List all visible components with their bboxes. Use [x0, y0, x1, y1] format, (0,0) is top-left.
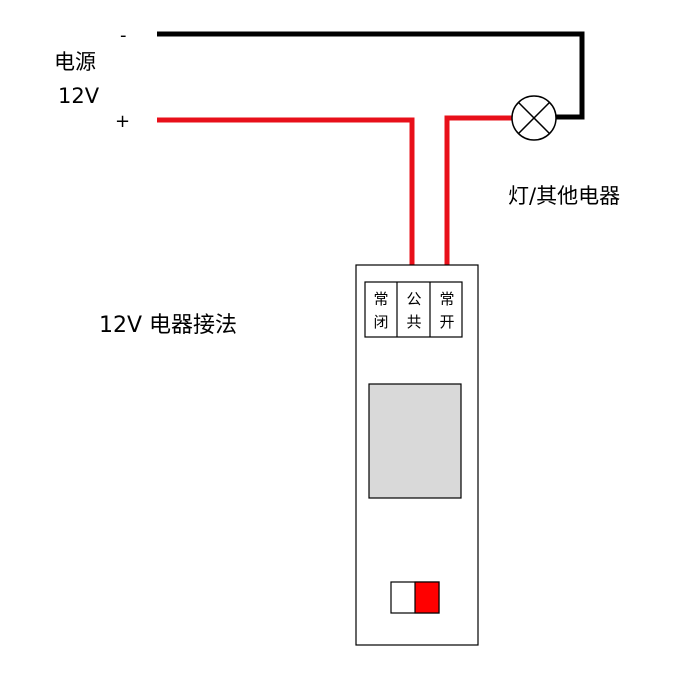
terminal-no-char1: 常 [439, 290, 454, 308]
negative-terminal-sign: - [120, 25, 127, 46]
terminal-common: 公 共 [406, 290, 421, 331]
terminal-normally-open: 常 开 [439, 290, 454, 331]
dip-switch[interactable] [390, 581, 440, 614]
diagram-title: 12V 电器接法 [99, 313, 237, 338]
lamp-icon [511, 95, 557, 141]
terminal-com-char1: 公 [406, 290, 421, 308]
terminal-normally-closed: 常 闭 [373, 290, 388, 331]
dip-switch-knob[interactable] [414, 581, 440, 614]
positive-wire-common [157, 117, 415, 282]
power-source-label: 电源 [54, 50, 96, 74]
relay-module: 常 闭 公 共 常 开 [355, 264, 479, 646]
terminal-com-char2: 共 [406, 313, 421, 331]
negative-wire [157, 31, 585, 120]
positive-terminal-sign: + [115, 111, 130, 132]
terminal-nc-char1: 常 [373, 290, 388, 308]
power-source-voltage: 12V [58, 84, 100, 108]
load-wire-normally-open [444, 115, 512, 282]
relay-window [368, 383, 462, 499]
terminal-nc-char2: 闭 [373, 313, 388, 331]
terminal-block: 常 闭 公 共 常 开 [364, 281, 463, 338]
terminal-no-char2: 开 [439, 313, 454, 331]
load-label: 灯/其他电器 [508, 184, 620, 208]
